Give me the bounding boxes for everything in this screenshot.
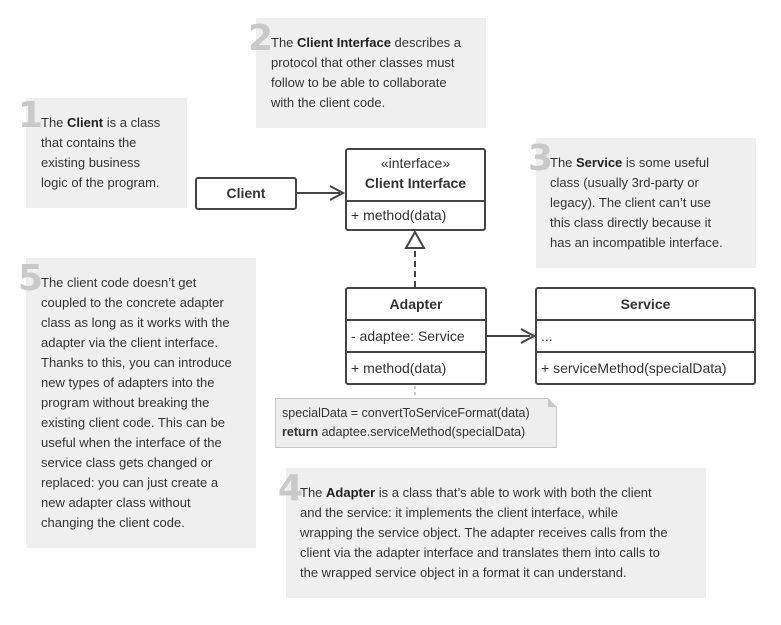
note-client-code: 5 The client code doesn’t get coupled to… — [18, 258, 256, 548]
note-5-line-13: changing the client code. — [41, 515, 185, 530]
note-2-line-3: follow to be able to collaborate — [271, 75, 447, 90]
note-number-1: 1 — [18, 95, 44, 136]
note-5-line-3: class as long as it works with the — [41, 315, 230, 330]
note-5-line-10: service class gets changed or — [41, 455, 213, 470]
note-5-line-6: new types of adapters into the — [41, 375, 215, 390]
note-5-line-7: program without breaking the — [41, 395, 210, 410]
client-class-name: Client — [226, 185, 266, 201]
client-interface-header: «interface» Client Interface — [347, 150, 484, 200]
adapter-to-service-arrowhead — [520, 328, 537, 344]
note-5-line-1: The client code doesn’t get — [41, 275, 197, 290]
note-fold-corner — [548, 398, 557, 407]
adapter-class: Adapter - adaptee: Service + method(data… — [345, 287, 487, 385]
service-method: + serviceMethod(specialData) — [537, 351, 754, 383]
note-number-3: 3 — [528, 138, 554, 179]
note-5-line-5: Thanks to this, you can introduce — [41, 355, 232, 370]
note-5-line-8: existing client code. This can be — [41, 415, 226, 430]
adapter-class-name: Adapter — [389, 296, 443, 312]
note-1-line-4: logic of the program. — [41, 175, 160, 190]
adapter-method: + method(data) — [347, 351, 485, 383]
note-4-line-5: the wrapped service object in a format i… — [300, 565, 627, 580]
client-interface-method: + method(data) — [347, 200, 484, 229]
note-2-line-4: with the client code. — [271, 95, 386, 110]
note-client: 1 The Client is a class that contains th… — [18, 98, 187, 208]
note-1-line-2: that contains the — [41, 135, 137, 150]
note-service: 3 The Service is some useful class (usua… — [528, 138, 756, 268]
note-3-line-5: has an incompatible interface. — [550, 235, 723, 250]
note-5-line-11: replaced: you can just create a — [41, 475, 219, 490]
note-4-line-1: The Adapter is a class that’s able to wo… — [300, 485, 652, 500]
adapter-method-code-note: specialData = convertToServiceFormat(dat… — [275, 398, 557, 448]
note-3-line-4: this class directly because it — [550, 215, 712, 230]
code-line-2: return adaptee.serviceMethod(specialData… — [282, 423, 550, 442]
note-5-line-9: useful when the interface of the — [41, 435, 222, 450]
note-1-line-1: The Client is a class — [41, 115, 161, 130]
note-4-line-2: and the service: it implements the clien… — [300, 505, 618, 520]
client-interface-class: «interface» Client Interface + method(da… — [345, 148, 486, 231]
service-field: ... — [537, 319, 754, 351]
code-line-2-rest: adaptee.serviceMethod(specialData) — [318, 425, 526, 439]
note-number-4: 4 — [278, 468, 304, 509]
note-5-line-2: coupled to the concrete adapter — [41, 295, 224, 310]
client-interface-name: Client Interface — [364, 175, 467, 191]
note-4-line-4: client via the adapter interface and tra… — [300, 545, 660, 560]
interface-stereotype: «interface» — [380, 155, 451, 171]
note-adapter: 4 The Adapter is a class that’s able to … — [278, 468, 706, 598]
note-3-line-2: class (usually 3rd-party or — [550, 175, 699, 190]
service-class-name: Service — [620, 296, 671, 312]
note-1-line-3: existing business — [41, 155, 140, 170]
client-to-interface-arrowhead — [329, 185, 346, 201]
note-2-line-1: The Client Interface describes a — [271, 35, 462, 50]
note-4-line-3: wrapping the service object. The adapter… — [300, 525, 668, 540]
code-line-1: specialData = convertToServiceFormat(dat… — [282, 406, 530, 420]
note-3-line-1: The Service is some useful — [550, 155, 709, 170]
client-class: Client — [195, 177, 297, 210]
note-number-5: 5 — [18, 258, 44, 299]
adapter-field: - adaptee: Service — [347, 319, 485, 351]
code-keyword-return: return — [282, 425, 319, 439]
note-5-line-12: new adapter class without — [41, 495, 191, 510]
note-number-2: 2 — [248, 18, 274, 59]
realization-triangle — [404, 229, 426, 249]
note-5-line-4: adapter via the client interface. — [41, 335, 219, 350]
note-3-line-3: legacy). The client can’t use — [550, 195, 711, 210]
service-class: Service ... + serviceMethod(specialData) — [535, 287, 756, 385]
note-client-interface: 2 The Client Interface describes a proto… — [248, 18, 486, 128]
note-2-line-2: protocol that other classes must — [271, 55, 455, 70]
